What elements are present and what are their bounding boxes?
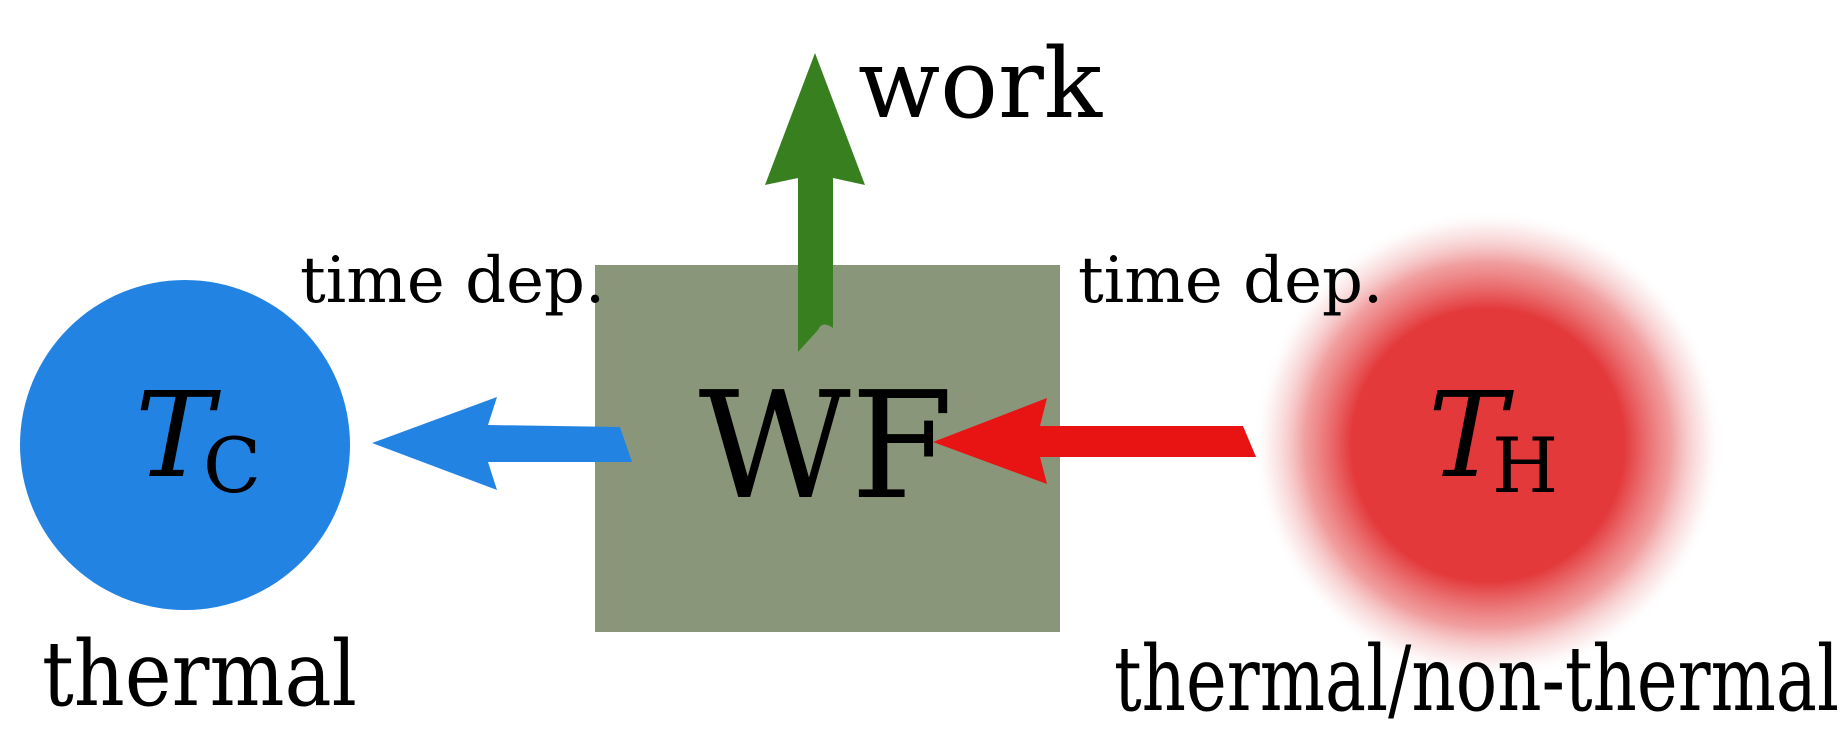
hot-bath-caption: thermal/non-thermal (1114, 627, 1839, 732)
cold-bath-circle (20, 280, 350, 610)
hot-temperature-subscript: H (1492, 421, 1558, 510)
hot-temperature-symbol: T (1428, 366, 1514, 504)
work-arrow (765, 53, 865, 352)
work-label: work (858, 28, 1103, 140)
working-fluid-label: WF (699, 360, 954, 532)
cold-temperature-subscript: C (203, 421, 261, 510)
heat-out-arrow (372, 397, 632, 490)
time-dep-right-label: time dep. (1078, 244, 1383, 318)
cold-temperature-symbol: T (135, 366, 221, 504)
time-dep-left-label: time dep. (300, 244, 605, 318)
cold-bath-caption: thermal (42, 622, 357, 727)
heat-in-arrow (933, 398, 1256, 484)
hot-bath-glow (1253, 210, 1723, 680)
